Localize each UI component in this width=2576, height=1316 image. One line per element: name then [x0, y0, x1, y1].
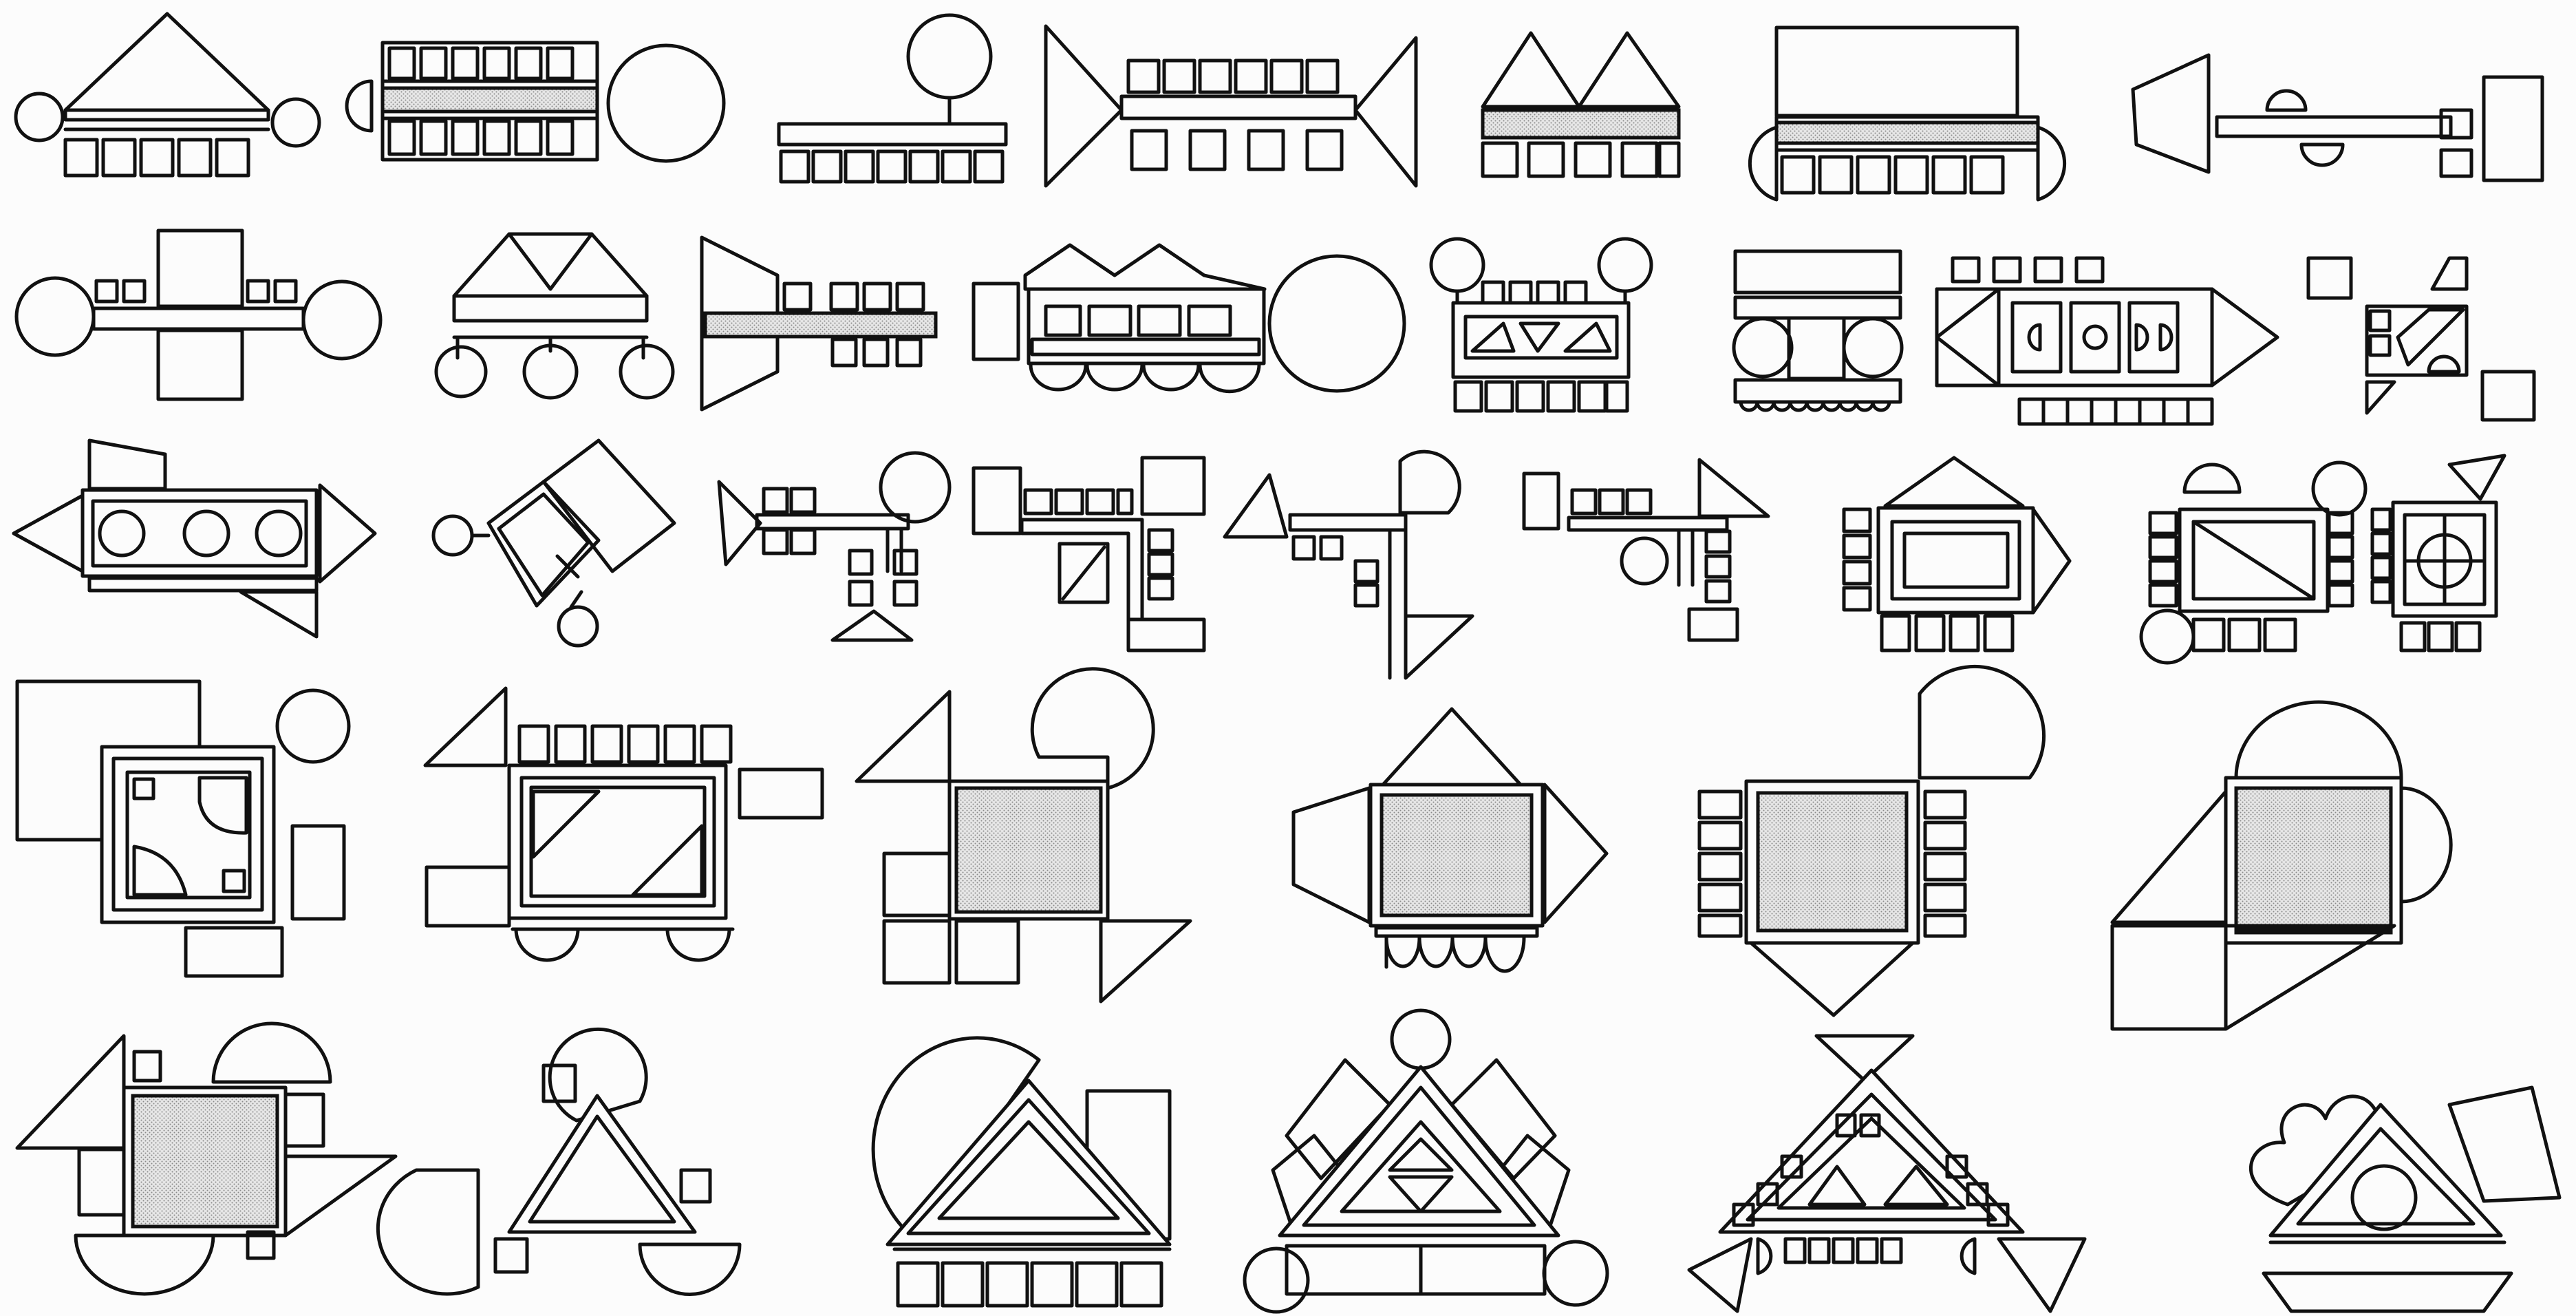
- figure-twin-gable-plan: [1483, 33, 1679, 176]
- figure-quadrant-plan: [2112, 702, 2451, 1029]
- figure-star-triangle-plan: [1689, 1036, 2085, 1311]
- figure-spiral-plan: [17, 1023, 396, 1294]
- figure-corner-plan: [974, 458, 1204, 650]
- figure-circle-bar-plan: [347, 43, 724, 161]
- figure-capsule-plan: [1937, 258, 2277, 424]
- figure-axial-plan: [1294, 709, 1607, 971]
- figure-twin-dome-plan: [974, 245, 1404, 392]
- figure-arch-triangle-plan: [873, 1038, 1170, 1306]
- figure-house-plan: [1844, 458, 2070, 650]
- figure-dome-block-plan: [1750, 28, 2064, 200]
- figure-pyramid-plan: [1245, 1010, 1607, 1312]
- figure-courtyard-plan: [17, 681, 349, 976]
- figure-diamond-plan: [433, 441, 674, 646]
- figure-step-plan: [2308, 258, 2534, 420]
- figure-tower-plan: [1431, 239, 1651, 411]
- figure-cross-axis-plan: [17, 231, 380, 399]
- figure-double-court-plan: [2141, 456, 2504, 663]
- figure-frame-plan: [425, 688, 822, 960]
- figure-pagoda-plan: [16, 14, 319, 176]
- figure-triangle-plan: [378, 1029, 740, 1294]
- figure-rocket-plan: [14, 441, 375, 637]
- figure-pinwheel-plan: [857, 669, 1190, 1001]
- figure-i-beam-plan: [1734, 251, 1902, 410]
- figure-wedge-plan: [702, 237, 936, 410]
- figure-lobed-triangle-plan: [2251, 1087, 2559, 1311]
- figure-arrow-bar-plan: [2133, 55, 2542, 180]
- figure-flag-plan: [719, 453, 949, 640]
- figure-fish-plan: [1046, 26, 1416, 186]
- figure-angle-plan: [1225, 452, 1472, 678]
- figure-ladder-plan: [1699, 666, 2044, 1015]
- figure-v-roof-plan: [436, 234, 673, 398]
- figure-pennant-plan: [1524, 460, 1768, 640]
- figure-tree-plan: [779, 15, 1006, 182]
